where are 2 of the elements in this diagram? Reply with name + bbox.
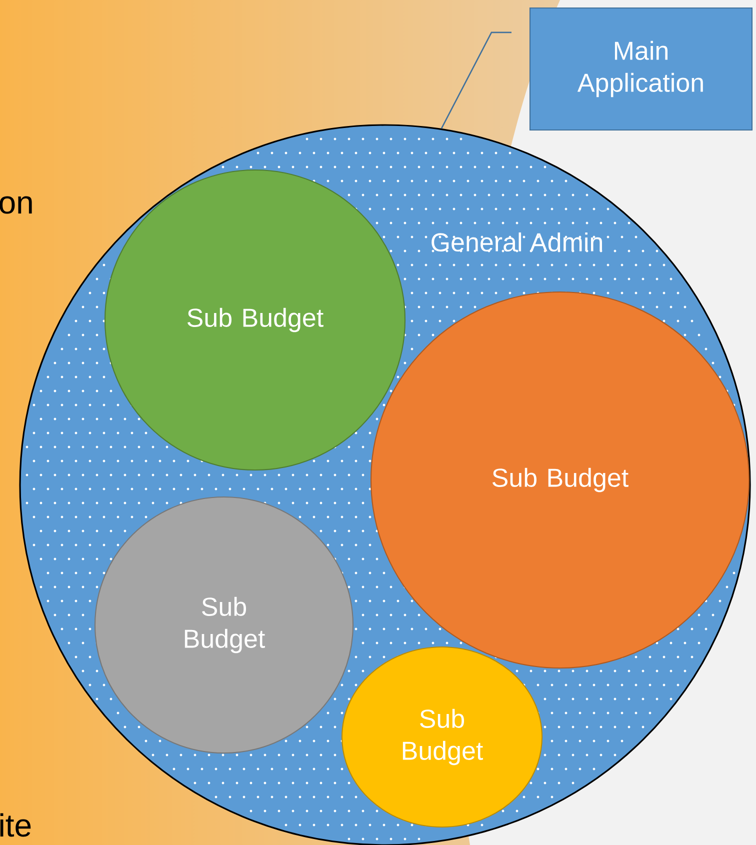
leader-line [440, 32, 512, 129]
callout-box: Main Application [529, 7, 753, 131]
